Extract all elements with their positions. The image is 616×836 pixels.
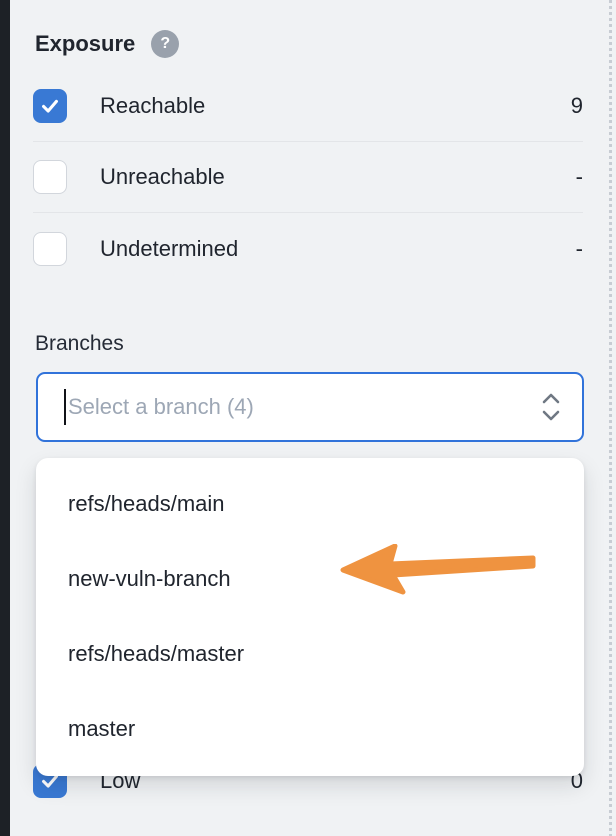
branches-section-title: Branches [35, 332, 124, 355]
filter-label: Undetermined [100, 235, 239, 261]
dropdown-item-new-vuln-branch[interactable]: new-vuln-branch [68, 565, 231, 591]
dropdown-item-refs-heads-master[interactable]: refs/heads/master [68, 640, 245, 666]
exposure-section-header: Exposure ? [35, 30, 180, 58]
filter-label: Unreachable [100, 164, 225, 189]
filter-row-undetermined[interactable]: Undetermined - [33, 213, 583, 284]
filter-row-reachable[interactable]: Reachable 9 [33, 71, 583, 142]
filter-row-unreachable[interactable]: Unreachable - [33, 142, 583, 213]
exposure-filter-list: Reachable 9 Unreachable - Undetermined - [33, 71, 583, 284]
checkbox-unreachable-unchecked[interactable] [33, 160, 67, 194]
dropdown-item-master[interactable]: master [68, 715, 136, 741]
exposure-section-title: Exposure [35, 31, 136, 56]
checkbox-undetermined-unchecked[interactable] [33, 231, 67, 266]
filter-count: - [575, 235, 583, 261]
checkbox-reachable-checked[interactable] [33, 89, 67, 123]
filter-count: - [575, 164, 583, 189]
chevron-updown-icon[interactable] [540, 391, 562, 423]
filter-label: Reachable [100, 93, 206, 118]
branch-select-placeholder: Select a branch (4) [68, 394, 254, 419]
filter-count: 9 [570, 93, 583, 118]
dark-side-rail [0, 0, 10, 836]
branch-select-input[interactable]: Select a branch (4) [36, 372, 584, 442]
text-cursor-caret [64, 389, 66, 425]
branch-dropdown-menu: refs/heads/main new-vuln-branch refs/hea… [36, 458, 584, 776]
help-icon[interactable]: ? [151, 30, 180, 58]
checkmark-icon [42, 774, 58, 788]
panel-crop-divider [609, 0, 612, 836]
dropdown-item-refs-heads-main[interactable]: refs/heads/main [68, 490, 225, 516]
checkmark-icon [42, 99, 58, 113]
